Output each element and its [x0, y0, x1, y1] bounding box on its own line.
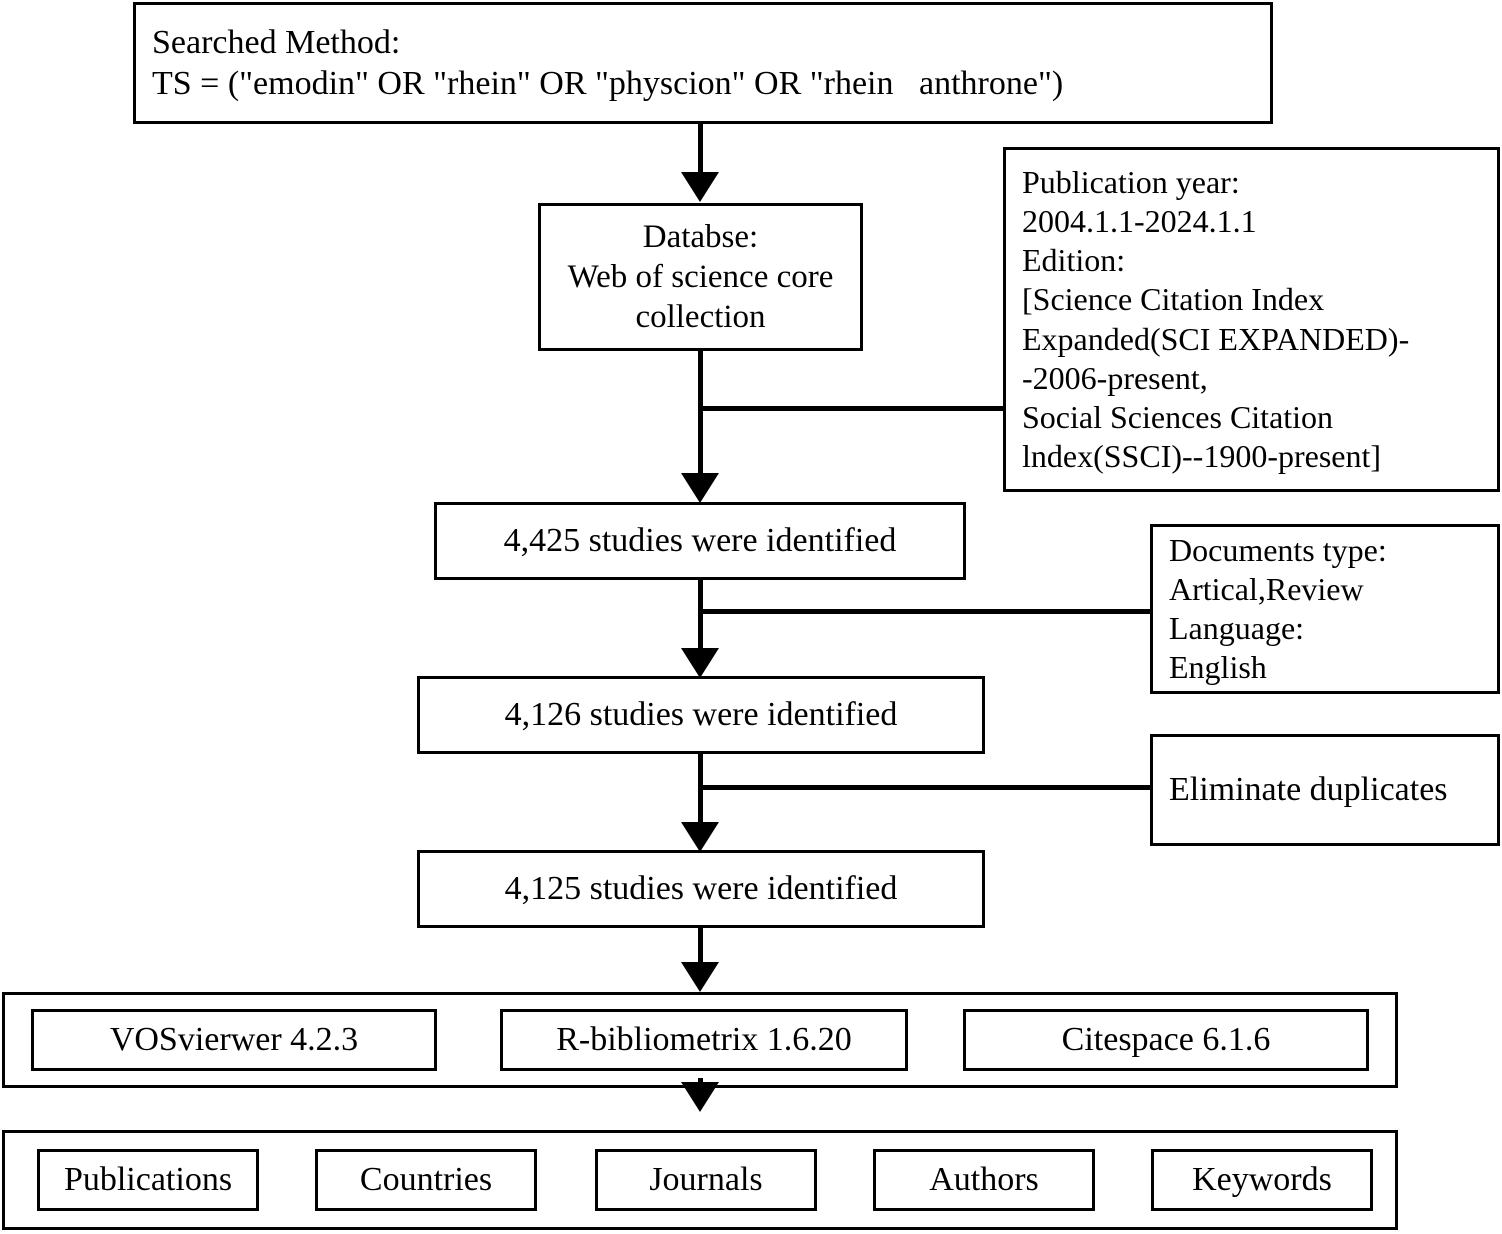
output-metric-label-2: Journals: [649, 1161, 763, 1199]
connector-documents-filter-to-flow: [700, 609, 1152, 614]
connector-identified1-to-identified2: [698, 580, 703, 658]
publication-filter-line-6: -2006-present,: [1022, 359, 1208, 396]
connector-search-to-database: [698, 124, 703, 179]
output-metric-label-4: Keywords: [1192, 1161, 1332, 1199]
software-tools-container: VOSvierwer 4.2.3 R-bibliometrix 1.6.20 C…: [2, 992, 1398, 1088]
output-metric-box-1: Countries: [315, 1149, 537, 1211]
identified-studies-box-2: 4,126 studies were identified: [417, 676, 985, 754]
arrowhead-search-to-database: [681, 172, 719, 202]
search-method-line-2: TS = ("emodin" OR "rhein" OR "physcion" …: [152, 65, 1064, 102]
publication-filter-line-8: lndex(SSCI)--1900-present]: [1022, 437, 1382, 474]
arrowhead-database-to-identified1: [681, 473, 719, 503]
connector-database-to-identified1: [698, 351, 703, 483]
identified-studies-label-3: 4,125 studies were identified: [504, 870, 898, 908]
arrowhead-software-to-outputs: [681, 1082, 719, 1112]
arrowhead-identified3-to-software: [681, 962, 719, 992]
publication-filter-line-3: Edition:: [1022, 242, 1126, 279]
software-tool-label-0: VOSvierwer 4.2.3: [109, 1021, 359, 1059]
output-metric-box-3: Authors: [873, 1149, 1095, 1211]
output-metric-label-3: Authors: [929, 1161, 1039, 1199]
publication-filter-line-7: Social Sciences Citation: [1022, 398, 1334, 435]
publication-filter-line-2: 2004.1.1-2024.1.1: [1022, 203, 1257, 240]
connector-publication-filter-to-flow: [700, 406, 1005, 411]
publication-filter-line-1: Publication year:: [1022, 164, 1240, 201]
database-line-1: Databse:: [642, 218, 759, 255]
identified-studies-box-1: 4,425 studies were identified: [434, 502, 966, 580]
identified-studies-box-3: 4,125 studies were identified: [417, 850, 985, 928]
output-metric-box-0: Publications: [37, 1149, 259, 1211]
database-line-3: collection: [635, 299, 766, 336]
output-metrics-container: Publications Countries Journals Authors …: [2, 1130, 1398, 1230]
software-tool-label-2: Citespace 6.1.6: [1061, 1021, 1271, 1059]
publication-filter-line-4: [Science Citation Index: [1022, 281, 1325, 318]
connector-duplicates-filter-to-flow: [700, 785, 1152, 790]
identified-studies-label-1: 4,425 studies were identified: [503, 522, 897, 560]
software-tool-box-1: R-bibliometrix 1.6.20: [500, 1009, 908, 1071]
output-metric-label-0: Publications: [63, 1161, 233, 1199]
documents-filter-line-2: Artical,Review: [1169, 570, 1364, 607]
database-line-2: Web of science core: [567, 258, 834, 295]
publication-filter-box: Publication year: 2004.1.1-2024.1.1 Edit…: [1003, 147, 1500, 492]
search-method-line-1: Searched Method:: [152, 23, 401, 61]
output-metric-box-4: Keywords: [1151, 1149, 1373, 1211]
duplicates-filter-line-1: Eliminate duplicates: [1169, 771, 1448, 809]
publication-filter-line-5: Expanded(SCI EXPANDED)-: [1022, 320, 1410, 357]
documents-filter-line-4: English: [1169, 649, 1267, 686]
connector-identified3-to-software: [698, 928, 703, 980]
duplicates-filter-box: Eliminate duplicates: [1150, 734, 1500, 846]
documents-filter-line-1: Documents type:: [1169, 531, 1387, 568]
output-metric-box-2: Journals: [595, 1149, 817, 1211]
output-metric-label-1: Countries: [359, 1161, 493, 1199]
software-tool-label-1: R-bibliometrix 1.6.20: [556, 1021, 852, 1059]
identified-studies-label-2: 4,126 studies were identified: [504, 696, 898, 734]
software-tool-box-2: Citespace 6.1.6: [963, 1009, 1369, 1071]
software-tool-box-0: VOSvierwer 4.2.3: [31, 1009, 437, 1071]
documents-filter-box: Documents type: Artical,Review Language:…: [1150, 524, 1500, 694]
connector-identified2-to-identified3: [698, 754, 703, 832]
database-box: Databse: Web of science core collection: [538, 203, 863, 351]
search-method-box: Searched Method: TS = ("emodin" OR "rhei…: [133, 2, 1273, 124]
arrowhead-identified1-to-identified2: [681, 648, 719, 678]
documents-filter-line-3: Language:: [1169, 610, 1305, 646]
arrowhead-identified2-to-identified3: [681, 822, 719, 852]
